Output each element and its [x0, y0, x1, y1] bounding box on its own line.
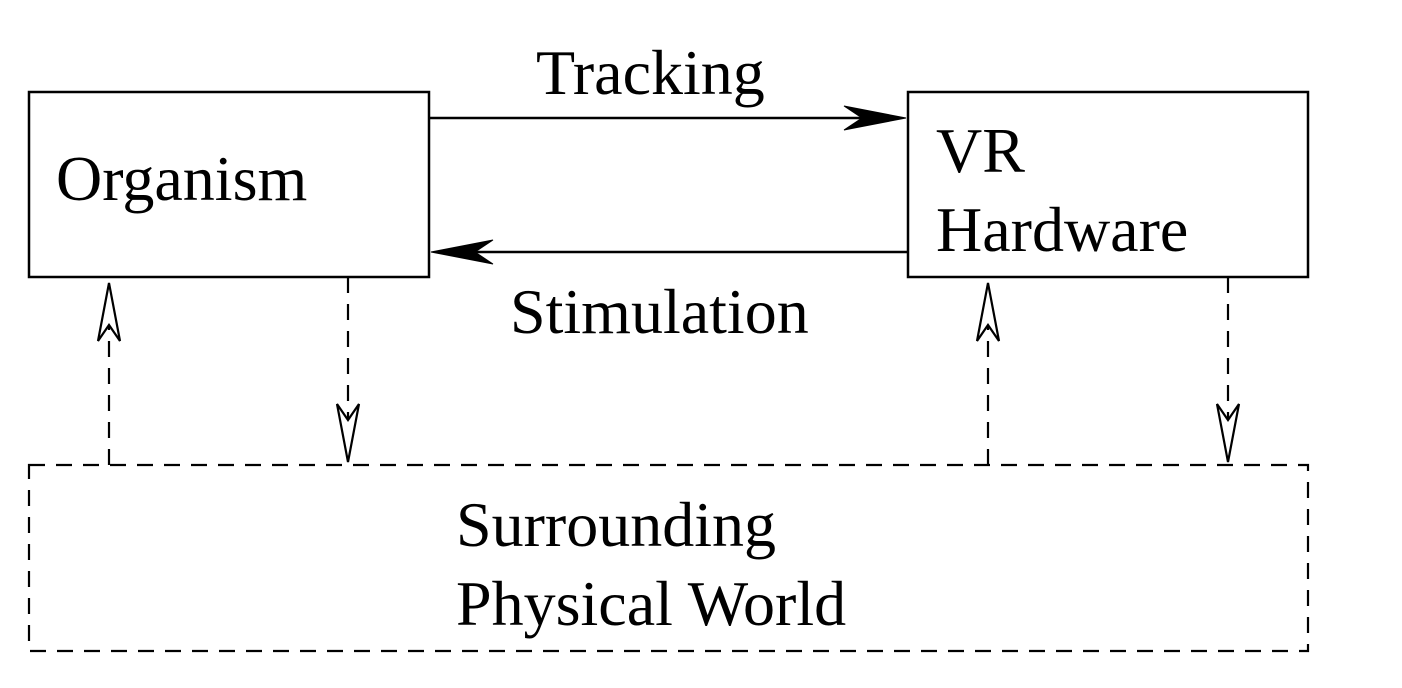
stimulation-label: Stimulation	[510, 276, 809, 347]
organism-to-world-edge	[335, 277, 361, 463]
tracking-label: Tracking	[536, 37, 765, 108]
world-to-vr-arrowhead	[975, 282, 1001, 342]
vr-hardware-node: VR Hardware	[906, 90, 1310, 279]
organism-label: Organism	[56, 143, 307, 214]
vr-hardware-label-line1: VR	[936, 115, 1025, 186]
physical-world-box	[27, 463, 1310, 653]
vr-hardware-box	[906, 90, 1310, 279]
tracking-arrowhead	[843, 105, 907, 131]
physical-world-node: Surrounding Physical World	[27, 463, 1310, 653]
organism-to-world-arrowhead	[335, 403, 361, 463]
stimulation-arrowhead	[430, 239, 494, 265]
stimulation-edge: Stimulation	[430, 239, 908, 347]
world-to-organism-arrowhead	[96, 282, 122, 342]
vr-to-world-edge	[1215, 277, 1241, 463]
world-to-vr-edge	[975, 282, 1001, 465]
vr-to-world-arrowhead	[1215, 403, 1241, 463]
organism-box	[27, 90, 431, 279]
world-to-organism-edge	[96, 282, 122, 465]
physical-world-label-line2: Physical World	[456, 568, 846, 639]
physical-world-label-line1: Surrounding	[456, 489, 776, 560]
organism-node: Organism	[27, 90, 431, 279]
tracking-edge: Tracking	[429, 37, 907, 131]
vr-hardware-label-line2: Hardware	[936, 194, 1188, 265]
